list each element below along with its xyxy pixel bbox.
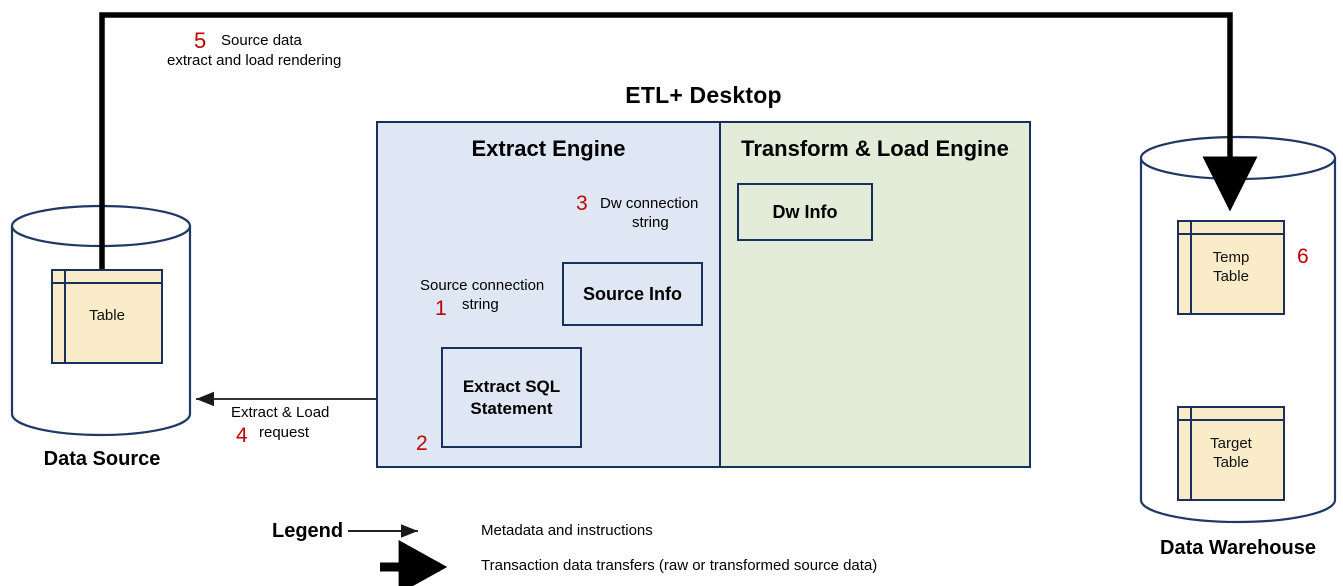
source-info-box[interactable]: Source Info bbox=[562, 262, 703, 326]
page-title: ETL+ Desktop bbox=[625, 82, 782, 108]
step-5-label-line-1: Source data bbox=[221, 32, 302, 49]
step-4-label-line-1: Extract & Load bbox=[231, 404, 330, 421]
table-column-rule bbox=[1190, 408, 1192, 499]
dw-info-box[interactable]: Dw Info bbox=[737, 183, 873, 241]
target-table-line-1: Target bbox=[1210, 434, 1252, 452]
step-number-3: 3 bbox=[576, 192, 588, 215]
step-3-label-line-2: string bbox=[632, 214, 669, 231]
transform-load-engine-title: Transform & Load Engine bbox=[741, 136, 1009, 161]
table-header-rule bbox=[1179, 419, 1283, 421]
source-table: Table bbox=[51, 269, 163, 364]
extract-sql-statement-box[interactable]: Extract SQL Statement bbox=[441, 347, 582, 448]
extract-sql-line-2: Statement bbox=[470, 398, 553, 418]
temp-table-line-2: Table bbox=[1213, 267, 1249, 285]
extract-engine-title: Extract Engine bbox=[471, 136, 626, 161]
table-header-rule bbox=[1179, 233, 1283, 235]
temp-table-label: Temp Table bbox=[1179, 222, 1283, 313]
step-number-4: 4 bbox=[236, 424, 248, 447]
target-table-line-2: Table bbox=[1213, 453, 1249, 471]
step-1-label-line-2: string bbox=[462, 296, 499, 313]
step-number-1: 1 bbox=[435, 297, 447, 320]
data-warehouse-label: Data Warehouse bbox=[1160, 537, 1316, 559]
table-header-rule bbox=[53, 282, 161, 284]
legend-item-metadata: Metadata and instructions bbox=[481, 522, 653, 539]
step-number-2: 2 bbox=[416, 432, 428, 455]
legend-item-transaction-data: Transaction data transfers (raw or trans… bbox=[481, 557, 878, 574]
temp-table: Temp Table bbox=[1177, 220, 1285, 315]
table-column-rule bbox=[1190, 222, 1192, 313]
step-5-label-line-2: extract and load rendering bbox=[167, 52, 342, 69]
step-number-6: 6 bbox=[1297, 245, 1309, 268]
step-1-label-line-1: Source connection bbox=[420, 277, 545, 294]
step-3-label-line-1: Dw connection bbox=[600, 195, 699, 212]
data-source-label: Data Source bbox=[43, 448, 161, 470]
extract-sql-line-1: Extract SQL bbox=[462, 377, 561, 397]
step-number-5: 5 bbox=[194, 28, 207, 53]
temp-table-line-1: Temp bbox=[1212, 248, 1250, 266]
target-table-label: Target Table bbox=[1179, 408, 1283, 499]
source-table-label: Table bbox=[89, 307, 125, 325]
legend-title: Legend bbox=[272, 520, 344, 542]
step-4-label-line-2: request bbox=[259, 424, 310, 441]
table-column-rule bbox=[64, 271, 66, 362]
target-table: Target Table bbox=[1177, 406, 1285, 501]
transform-load-engine-panel: Transform & Load Engine bbox=[721, 123, 1029, 466]
